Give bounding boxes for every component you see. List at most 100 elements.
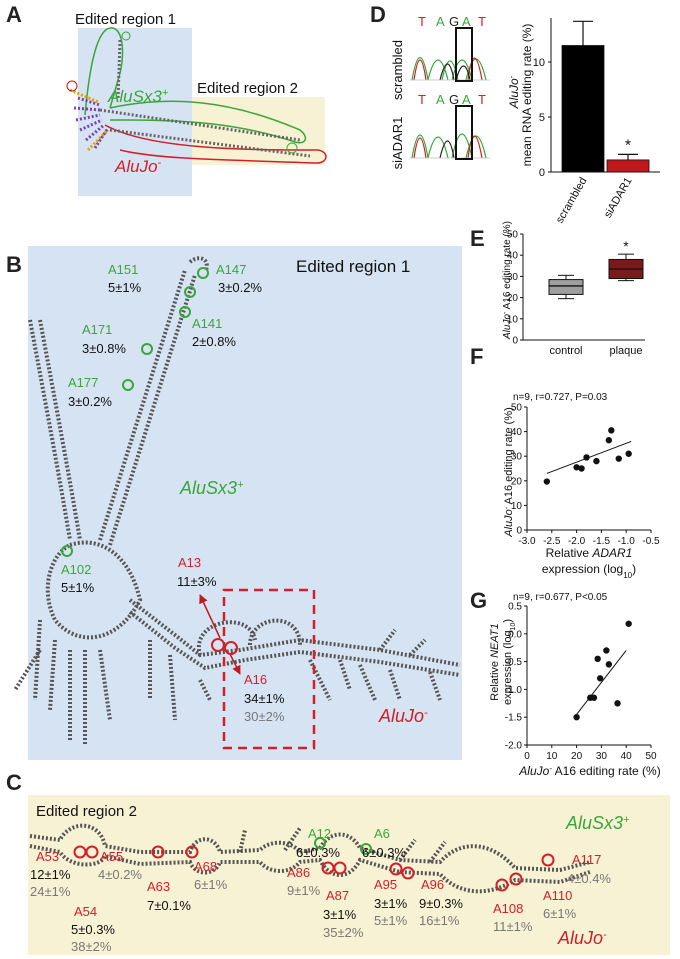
g-x-tick-label: 10 xyxy=(546,751,558,762)
alujo-outline-a xyxy=(104,124,327,164)
svg-text:T: T xyxy=(418,92,426,107)
panel-label-f: F xyxy=(470,344,483,369)
chromatogram-siadar1: T A G A T xyxy=(410,92,490,160)
row-label-siadar1: siADAR1 xyxy=(390,117,405,170)
svg-text:11±3%: 11±3% xyxy=(177,574,217,589)
alusx3-label-c: AluSx3+ xyxy=(565,813,630,833)
d-bar-scrambled xyxy=(561,45,605,173)
g-data-point xyxy=(614,700,621,707)
svg-text:A68: A68 xyxy=(194,859,217,874)
panel-c: C Edited region 2 AluSx3+ AluJo- xyxy=(6,770,670,955)
g-y-tick-label: 0.0 xyxy=(508,629,522,640)
e-y-tick-label: 30 xyxy=(507,272,519,283)
f-xlabel-1: Relative ADAR1 xyxy=(546,546,633,560)
d-y-tick-label: 5 xyxy=(539,112,545,124)
site-labels-green-c: A12 6±0.3% A6 6±0.3% xyxy=(296,826,406,860)
svg-text:A171: A171 xyxy=(82,322,112,337)
e-y-tick-label: 50 xyxy=(507,230,519,241)
svg-text:G: G xyxy=(449,14,459,29)
g-data-point xyxy=(596,675,604,682)
f-data-point xyxy=(605,437,613,444)
g-x-tick-label: 20 xyxy=(571,751,583,762)
e-x-tick-label: plaque xyxy=(609,345,642,357)
site-labels-green-b: A151 5±1% A147 3±0.2% A141 2±0.8% A171 3… xyxy=(61,262,262,595)
rna-backbone-b xyxy=(13,256,461,745)
f-data-point xyxy=(593,457,600,465)
svg-text:A108: A108 xyxy=(493,901,523,916)
f-x-tick-label: -0.5 xyxy=(642,536,660,547)
panel-d: D scrambled siADAR1 T A G A T T A G A T xyxy=(370,2,660,225)
e-y-tick-label: 0 xyxy=(512,336,518,347)
arrow-a16 xyxy=(229,653,241,675)
svg-text:A110: A110 xyxy=(543,888,572,903)
svg-text:38±2%: 38±2% xyxy=(71,939,112,954)
region-1-box xyxy=(78,28,192,196)
panel-label-b: B xyxy=(6,252,22,277)
panel-a: A Edited region 1 Edited region 2 AluSx3… xyxy=(6,2,327,196)
g-y-tick-label: 0.5 xyxy=(508,602,522,613)
e-box-control xyxy=(548,279,584,295)
svg-text:T: T xyxy=(418,14,426,29)
alujo-label-b: AluJo- xyxy=(378,706,428,726)
stem-loop-fans xyxy=(66,31,298,154)
svg-text:6±0.3%: 6±0.3% xyxy=(296,845,340,860)
edit-markers-red-c xyxy=(73,845,555,892)
d-ylabel-1: AluJo- xyxy=(507,75,522,109)
svg-text:A54: A54 xyxy=(74,904,97,919)
region-1-label: Edited region 1 xyxy=(75,11,176,28)
f-x-tick-label: -1.5 xyxy=(593,536,611,547)
e-x-tick-label: control xyxy=(549,345,582,357)
alusx3-outline-a xyxy=(84,27,124,116)
g-ylabel-1: Relative NEAT1 xyxy=(489,623,501,700)
svg-text:4±0.2%: 4±0.2% xyxy=(98,867,142,882)
f-data-point xyxy=(573,464,580,471)
f-y-tick-label: 20 xyxy=(511,476,523,487)
svg-text:A87: A87 xyxy=(326,888,349,903)
svg-text:34±1%: 34±1% xyxy=(244,691,285,706)
svg-text:6±1%: 6±1% xyxy=(543,906,577,921)
region-2-label: Edited region 2 xyxy=(197,80,298,97)
g-data-point xyxy=(594,655,601,663)
g-x-tick-label: 0 xyxy=(524,751,530,762)
g-y-tick-label: -1.0 xyxy=(505,685,523,696)
panel-label-g: G xyxy=(470,588,487,613)
f-data-point xyxy=(578,465,585,472)
svg-text:30±2%: 30±2% xyxy=(244,709,285,724)
f-y-tick-label: 40 xyxy=(511,427,523,438)
arrow-a13 xyxy=(199,594,221,639)
row-label-scrambled: scrambled xyxy=(390,40,405,100)
g-data-point xyxy=(590,694,598,701)
svg-text:A95: A95 xyxy=(374,877,397,892)
svg-text:3±0.2%: 3±0.2% xyxy=(68,394,112,409)
f-data-point xyxy=(583,454,590,461)
f-x-tick-label: -2.0 xyxy=(568,536,586,547)
g-data-point xyxy=(625,620,632,627)
e-y-tick-label: 40 xyxy=(507,251,519,262)
panel-label-c: C xyxy=(6,770,22,795)
svg-text:A6: A6 xyxy=(374,826,390,841)
svg-text:4±0.4%: 4±0.4% xyxy=(567,871,611,886)
edit-markers-green-c xyxy=(314,837,372,855)
g-y-tick-label: -1.5 xyxy=(505,713,523,724)
g-regression-line xyxy=(576,650,627,715)
g-data-point xyxy=(573,714,580,721)
svg-text:A151: A151 xyxy=(108,262,138,277)
svg-text:5±1%: 5±1% xyxy=(61,580,95,595)
alujo-label-c: AluJo- xyxy=(557,928,607,948)
g-x-tick-label: 30 xyxy=(596,751,608,762)
g-stats: n=9, r=0.677, P<0.05 xyxy=(513,592,608,603)
svg-text:35±2%: 35±2% xyxy=(323,925,364,940)
g-data-point xyxy=(605,661,613,668)
svg-text:A55: A55 xyxy=(100,849,123,864)
g-data-point xyxy=(603,647,610,654)
svg-text:6±0.3%: 6±0.3% xyxy=(362,845,406,860)
d-x-tick-label: scrambled xyxy=(554,176,590,226)
a16-highlight-box xyxy=(222,588,316,750)
highlight-box-siadar1 xyxy=(455,105,473,160)
svg-text:A: A xyxy=(436,14,445,29)
f-x-tick-label: -2.5 xyxy=(543,536,561,547)
g-xlabel: AluJo- A16 editing rate (%) xyxy=(518,764,660,779)
